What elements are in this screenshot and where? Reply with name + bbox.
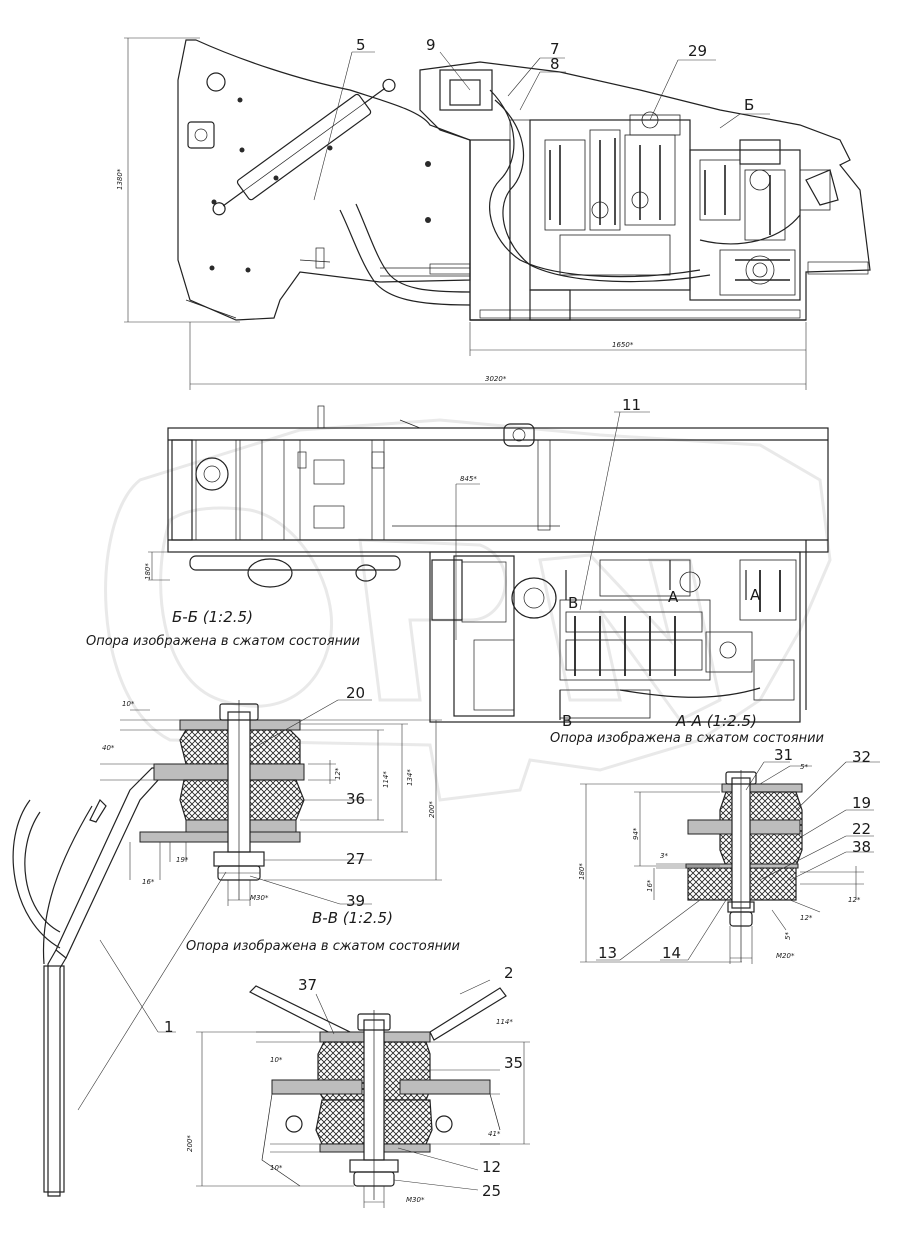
dim-200-vv: 200* bbox=[186, 1135, 194, 1152]
dim-M30-vv: M30* bbox=[406, 1196, 425, 1204]
callout-39: 39 bbox=[346, 892, 365, 910]
section-label-v2: В bbox=[562, 712, 572, 730]
caption-vv: В-В (1:2.5) bbox=[312, 909, 393, 927]
callout-7: 7 bbox=[550, 40, 560, 58]
dim-114-bb: 114* bbox=[382, 771, 390, 788]
callout-8: 8 bbox=[550, 55, 560, 73]
dim-M30-bb: M30* bbox=[250, 894, 269, 902]
dim-845: 845* bbox=[460, 475, 477, 483]
dim-5-aa: 5* bbox=[800, 763, 808, 771]
callout-22: 22 bbox=[852, 820, 871, 838]
dim-3: 3* bbox=[660, 852, 668, 860]
section-bb: 10* 40* 12* 114* 134* 200* 19* 16* M30* bbox=[12, 684, 460, 1197]
callout-37: 37 bbox=[298, 976, 317, 994]
dim-10-vv-top: 10* bbox=[270, 1056, 283, 1064]
dim-12-bb: 12* bbox=[334, 767, 342, 780]
callout-14: 14 bbox=[662, 944, 681, 962]
callout-35: 35 bbox=[504, 1054, 523, 1072]
callout-38: 38 bbox=[852, 838, 871, 856]
callout-27: 27 bbox=[346, 850, 365, 868]
dim-12-aa-lower: 12* bbox=[800, 914, 813, 922]
callout-29: 29 bbox=[688, 42, 707, 60]
plan-view: 845* 180* 11 В В А А Б-Б (1:2.5) Опора и… bbox=[86, 396, 829, 746]
dim-200-bb: 200* bbox=[428, 801, 436, 818]
section-label-v1: В bbox=[568, 594, 578, 612]
callout-9: 9 bbox=[426, 36, 436, 54]
callout-13: 13 bbox=[598, 944, 617, 962]
note-bb: Опора изображена в сжатом состоянии bbox=[86, 634, 360, 649]
callout-5: 5 bbox=[356, 36, 366, 54]
dim-40: 40* bbox=[102, 744, 115, 752]
callout-20: 20 bbox=[346, 684, 365, 702]
callout-36: 36 bbox=[346, 790, 365, 808]
dim-94: 94* bbox=[632, 827, 640, 840]
dim-5-aa-lower: 5* bbox=[784, 932, 792, 940]
section-vv: 200* 10* 114* 41* 10* M30* 37 2 35 12 25 bbox=[186, 964, 530, 1208]
dim-1650: 1650* bbox=[612, 341, 634, 349]
dim-10-vv-bottom: 10* bbox=[270, 1164, 283, 1172]
section-label-a2: А bbox=[750, 586, 761, 604]
dim-114-vv: 114* bbox=[496, 1018, 513, 1026]
section-label-b: Б bbox=[744, 96, 754, 114]
note-aa: Опора изображена в сжатом состоянии bbox=[550, 731, 824, 746]
callout-1: 1 bbox=[164, 1018, 174, 1036]
callout-11: 11 bbox=[622, 396, 641, 414]
fuel-tank-outline bbox=[177, 39, 471, 321]
dim-180-aa: 180* bbox=[578, 863, 586, 880]
dim-134: 134* bbox=[406, 769, 414, 786]
dim-19: 19* bbox=[176, 856, 189, 864]
section-label-a1: А bbox=[668, 588, 679, 606]
dim-41: 41* bbox=[488, 1130, 501, 1138]
callout-31: 31 bbox=[774, 746, 793, 764]
callout-2: 2 bbox=[504, 964, 514, 982]
side-view: 1380* bbox=[116, 36, 871, 390]
engine-assembly-side bbox=[380, 61, 871, 321]
dim-M20: M20* bbox=[776, 952, 795, 960]
dim-3020: 3020* bbox=[485, 375, 507, 383]
caption-bb: Б-Б (1:2.5) bbox=[172, 608, 253, 626]
dim-1380: 1380* bbox=[116, 168, 124, 190]
note-vv: Опора изображена в сжатом состоянии bbox=[186, 939, 460, 954]
callout-25: 25 bbox=[482, 1182, 501, 1200]
callout-19: 19 bbox=[852, 794, 871, 812]
callout-32: 32 bbox=[852, 748, 871, 766]
dim-16-bb: 16* bbox=[142, 878, 155, 886]
dim-16-aa: 16* bbox=[646, 879, 654, 892]
dim-12-aa-right: 12* bbox=[848, 896, 861, 904]
dim-10-bb: 10* bbox=[122, 700, 135, 708]
dim-180-plan: 180* bbox=[144, 563, 152, 580]
caption-aa: А-А (1:2.5) bbox=[675, 712, 757, 730]
callout-12: 12 bbox=[482, 1158, 501, 1176]
section-aa: 180* 94* 3* 16* 5* 12* 12* 5* M20* 31 32… bbox=[578, 746, 880, 964]
